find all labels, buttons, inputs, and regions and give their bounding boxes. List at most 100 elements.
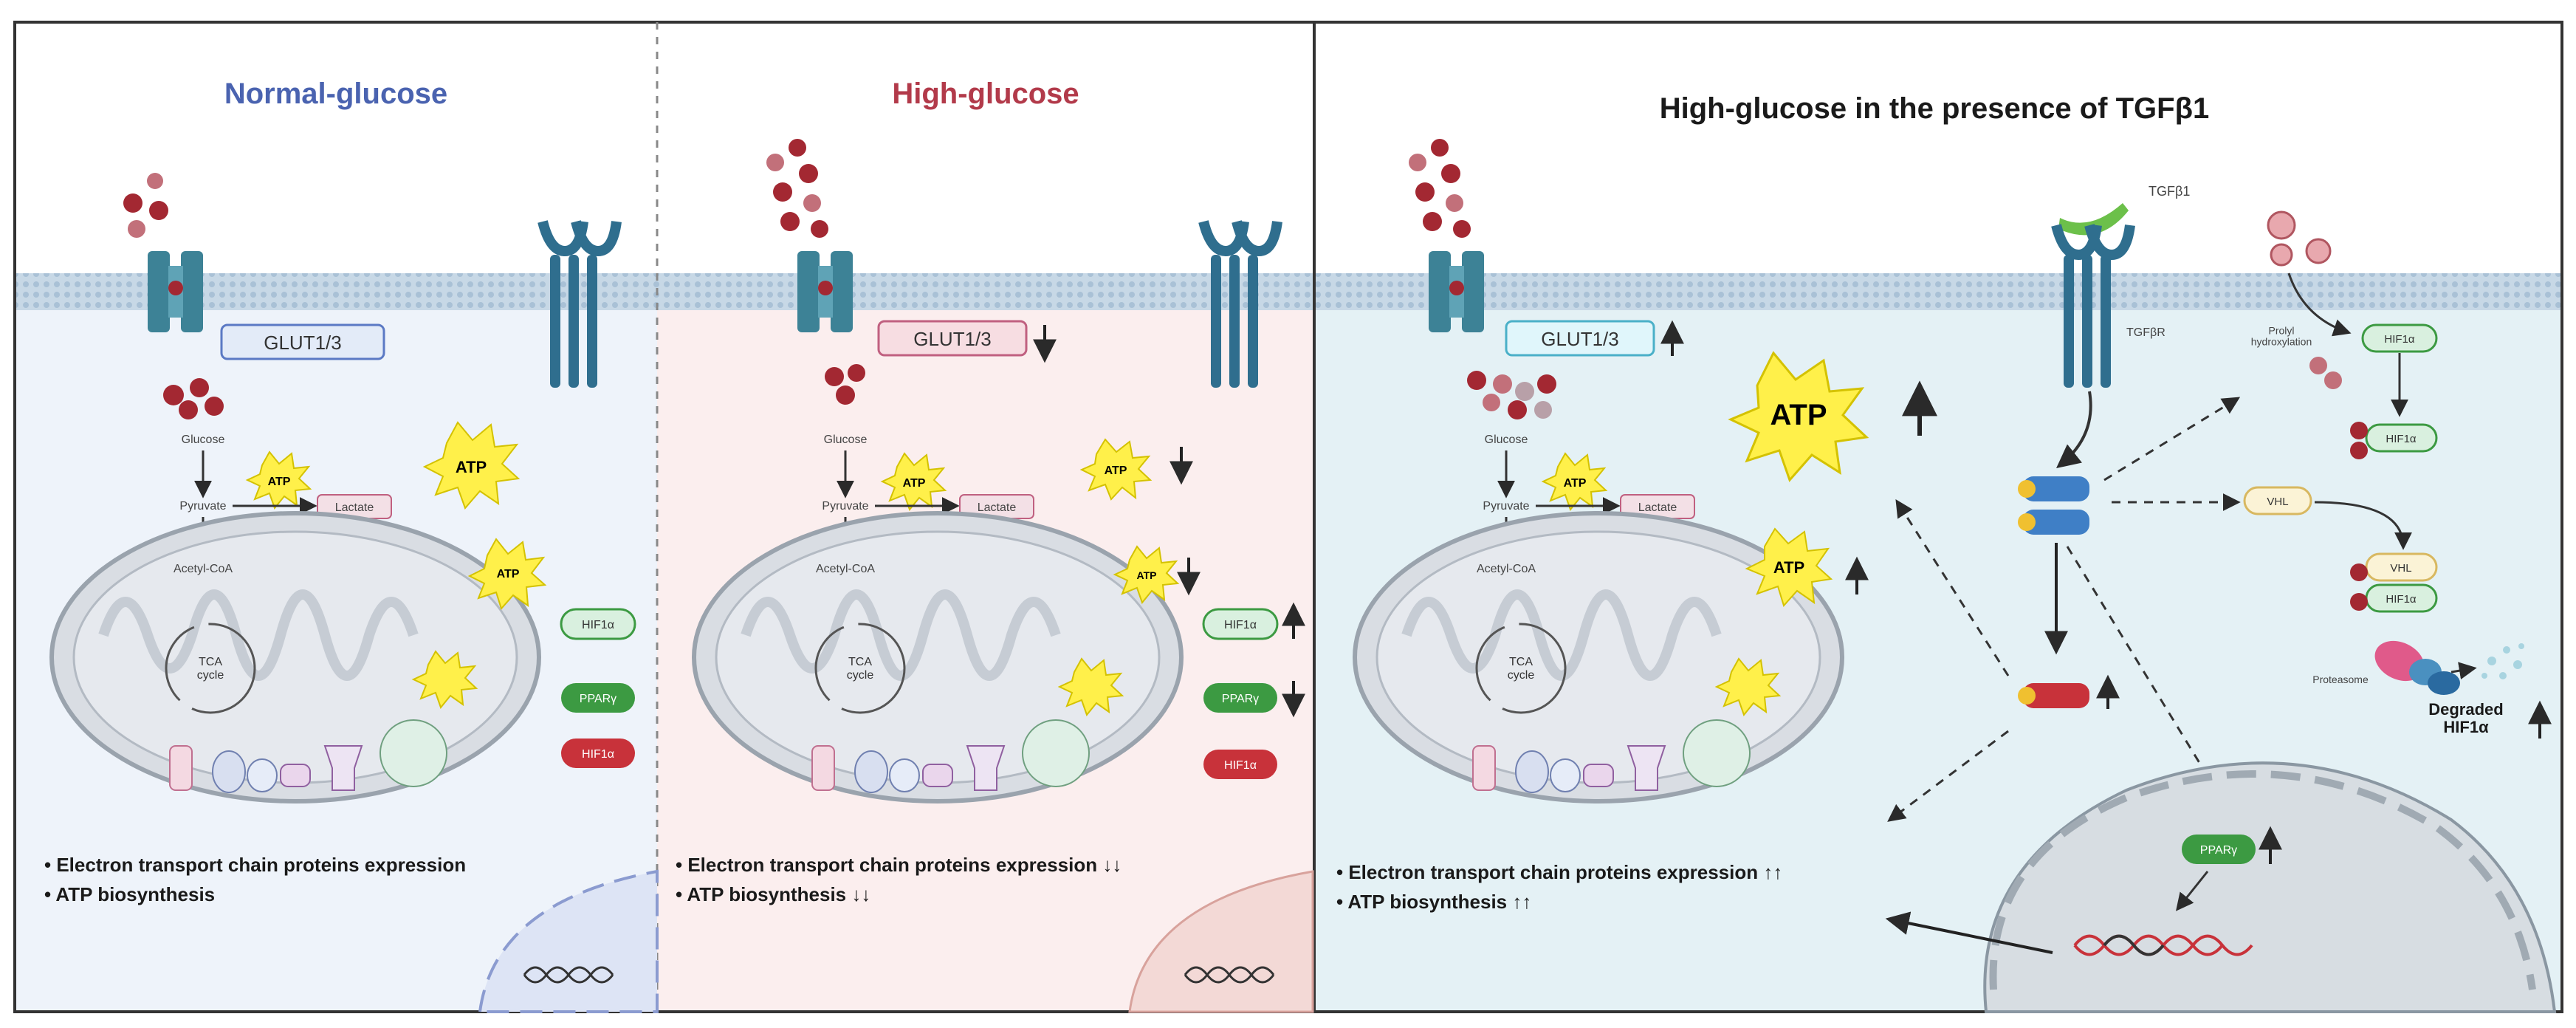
badge-hif2-high-text: HIF1α (1224, 759, 1257, 772)
lactate-label-normal: Lactate (335, 501, 374, 514)
atp-burst-icon (1541, 452, 1608, 512)
pyruvate-label-normal: Pyruvate (179, 500, 226, 513)
bullet-atp-normal: • ATP biosynthesis (44, 883, 215, 905)
badge-hif-normal-text: HIF1α (582, 619, 614, 631)
oxygen-arrow (2287, 273, 2352, 337)
atp-burst-icon (880, 452, 947, 512)
tca-cycle-high (814, 623, 906, 714)
atp-glycolysis-normal: ATP (268, 476, 291, 488)
transcription-arrow (1885, 911, 2053, 954)
degradation-arrow (2450, 662, 2477, 679)
ppar-to-dna-arrow (2176, 871, 2209, 911)
title-normal: Normal-glucose (224, 78, 447, 110)
atp-burst-icon (245, 450, 312, 510)
glucose-molecules-outside-high (766, 139, 828, 238)
hydroxyl-groups-icon (2309, 357, 2342, 389)
bullet-atp-high: • ATP biosynthesis ↓↓ (676, 883, 870, 905)
hif-box-top (2361, 323, 2438, 353)
atp-burst-icon (1714, 657, 1782, 717)
mitochondrion-icon (49, 511, 541, 803)
atp-burst-icon (1079, 438, 1153, 501)
atp-burst-icon (1113, 545, 1180, 605)
acetyl-label-normal: Acetyl-CoA (174, 563, 233, 575)
glut-label-box-high (877, 320, 1028, 357)
pyruvate-label-high: Pyruvate (822, 500, 868, 513)
dna-icon (523, 966, 614, 984)
hif-box-top-text: HIF1α (2384, 333, 2415, 346)
hif-bound-label: HIF1α (2386, 593, 2417, 606)
panel-high (657, 22, 1313, 1012)
badge-ppar-high-text: PPARγ (1222, 693, 1259, 705)
glut-label-box-tgf (1505, 320, 1655, 357)
glucose-label-normal: Glucose (182, 434, 225, 446)
badge-ppar-normal (561, 683, 635, 713)
atp-burst-icon (467, 538, 547, 610)
etc-complexes-high (811, 719, 1090, 793)
badge-ppar-high (1203, 683, 1277, 713)
atp-glycolysis-high: ATP (903, 477, 926, 490)
atp-burst-icon (1745, 527, 1833, 607)
glucose-molecules-inside-tgf (1467, 371, 1556, 419)
hydroxyl-group-icon (2350, 593, 2368, 611)
nucleus-icon (478, 869, 659, 1013)
badge-hif-high-text: HIF1α (1224, 619, 1257, 631)
tgf-ligand-label: TGFβ1 (2149, 184, 2190, 199)
atp-burst-icon (411, 650, 478, 710)
receptor-icon-high (1198, 220, 1282, 388)
glut-label-box (220, 323, 385, 360)
receptor-icon-normal (537, 220, 622, 388)
atp-mito-high: ATP (1137, 569, 1157, 581)
vhl-label: VHL (2267, 496, 2288, 508)
etc-complexes-normal (169, 719, 447, 793)
vhl-box-bound (2365, 552, 2438, 582)
tgf-receptor-icon (2051, 224, 2135, 388)
glucose-molecules-outside-tgf (1409, 139, 1471, 238)
atp-mito-normal: ATP (497, 568, 520, 580)
atp-large-tgf: ATP (1770, 399, 1827, 431)
glucose-molecules-outside-normal (123, 173, 168, 238)
glut-transporter-icon (797, 251, 853, 332)
tgf-ligand-icon (2058, 203, 2129, 236)
glucose-label-high: Glucose (824, 434, 868, 446)
atp-mito-tgf: ATP (1773, 558, 1804, 577)
badge-hif2-normal-text: HIF1α (582, 748, 614, 761)
hydroxyl-group-icon (2350, 422, 2368, 439)
tca-cycle-normal (165, 623, 256, 714)
glut-label-high: GLUT1/3 (913, 328, 992, 350)
hydroxyl-group-icon (2350, 442, 2368, 459)
degraded-fragments-icon (2481, 643, 2524, 679)
bullet-etc-high: • Electron transport chain proteins expr… (676, 854, 1122, 876)
lactate-label-tgf: Lactate (1638, 501, 1677, 514)
pyruvate-label-tgf: Pyruvate (1483, 500, 1529, 513)
atp-cyto-normal: ATP (456, 458, 487, 476)
tca-cycle-tgf (1475, 623, 1567, 714)
badge-hif-high (1202, 608, 1279, 640)
etc-complexes-tgf (1472, 719, 1751, 793)
oxygen-molecules-icon (2267, 210, 2332, 267)
lactate-label-high: Lactate (978, 501, 1017, 514)
badge-hif-normal (560, 608, 636, 640)
badge-hif2-normal (561, 739, 635, 768)
atp-burst-icon (1057, 657, 1124, 717)
bullet-etc-normal: • Electron transport chain proteins expr… (44, 854, 466, 876)
tgf-receptor-label: TGFβR (2126, 326, 2165, 339)
membrane-tgf (1314, 273, 2562, 310)
ppar-nuclear-badge (2182, 835, 2256, 864)
dna-icon (1184, 966, 1275, 984)
glut-transporter-icon (148, 251, 203, 332)
vhl-join-arrow (2314, 501, 2412, 550)
vhl-box (2243, 486, 2312, 515)
glut-transporter-icon (1429, 251, 1484, 332)
nucleus-icon (1128, 870, 1314, 1013)
bullet-atp-tgf: • ATP biosynthesis ↑↑ (1336, 891, 1531, 913)
title-tgf: High-glucose in the presence of TGFβ1 (1660, 92, 2210, 125)
dashed-arrow-to-etc (1887, 730, 2009, 822)
atp-glycolysis-tgf: ATP (1564, 477, 1587, 490)
badge-hif2-high (1203, 750, 1277, 779)
mitochondrion-icon (692, 511, 1184, 803)
